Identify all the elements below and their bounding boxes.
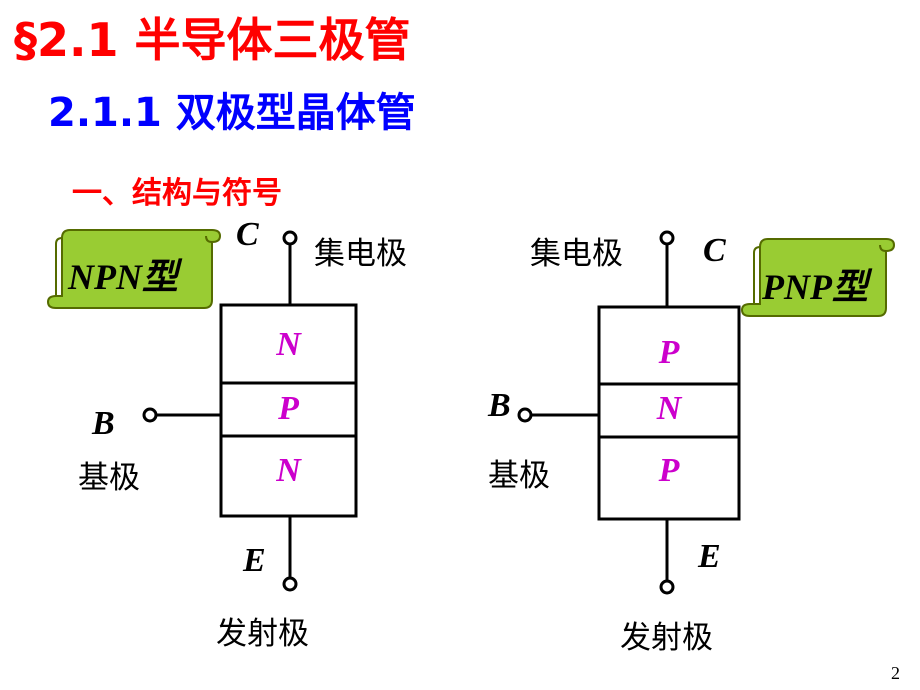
npn-structure <box>142 230 358 592</box>
pnp-layer-base: N <box>656 390 682 427</box>
npn-layer-emitter: N <box>276 452 301 489</box>
npn-collector-terminal <box>282 230 298 246</box>
pnp-base-name: 基极 <box>488 458 550 494</box>
npn-base-terminal <box>142 407 158 423</box>
page-subtitle: 2.1.1 双极型晶体管 <box>48 90 416 136</box>
pnp-emitter-letter: E <box>698 538 721 575</box>
npn-emitter-letter: E <box>243 542 266 579</box>
pnp-scroll-banner <box>740 238 896 317</box>
pnp-collector-region <box>597 305 741 386</box>
npn-emitter-name: 发射极 <box>216 616 309 652</box>
npn-emitter-terminal <box>282 576 298 592</box>
npn-layer-base: P <box>278 390 299 427</box>
pnp-collector-letter: C <box>703 232 726 269</box>
npn-base-letter: B <box>92 405 115 442</box>
pnp-collector-terminal <box>659 230 675 246</box>
npn-layer-collector: N <box>276 326 301 363</box>
page-number: 2 <box>891 663 900 683</box>
pnp-base-letter: B <box>488 387 511 424</box>
npn-collector-region <box>219 303 358 385</box>
npn-scroll-banner <box>46 229 222 309</box>
npn-type-label: NPN型 <box>68 257 178 297</box>
page-title: §2.1 半导体三极管 <box>14 13 411 67</box>
pnp-structure <box>517 230 741 595</box>
pnp-emitter-terminal <box>659 579 675 595</box>
section-heading: 一、结构与符号 <box>72 176 282 211</box>
npn-base-name: 基极 <box>78 460 140 496</box>
pnp-emitter-name: 发射极 <box>620 620 713 656</box>
pnp-collector-name: 集电极 <box>530 236 623 272</box>
pnp-layer-collector: P <box>658 334 680 371</box>
pnp-type-label: PNP型 <box>762 267 868 307</box>
pnp-emitter-region <box>597 435 741 521</box>
npn-collector-name: 集电极 <box>314 236 407 272</box>
pnp-layer-emitter: P <box>658 452 680 489</box>
npn-emitter-region <box>219 434 358 518</box>
npn-collector-letter: C <box>236 216 259 253</box>
pnp-base-terminal <box>517 407 533 423</box>
